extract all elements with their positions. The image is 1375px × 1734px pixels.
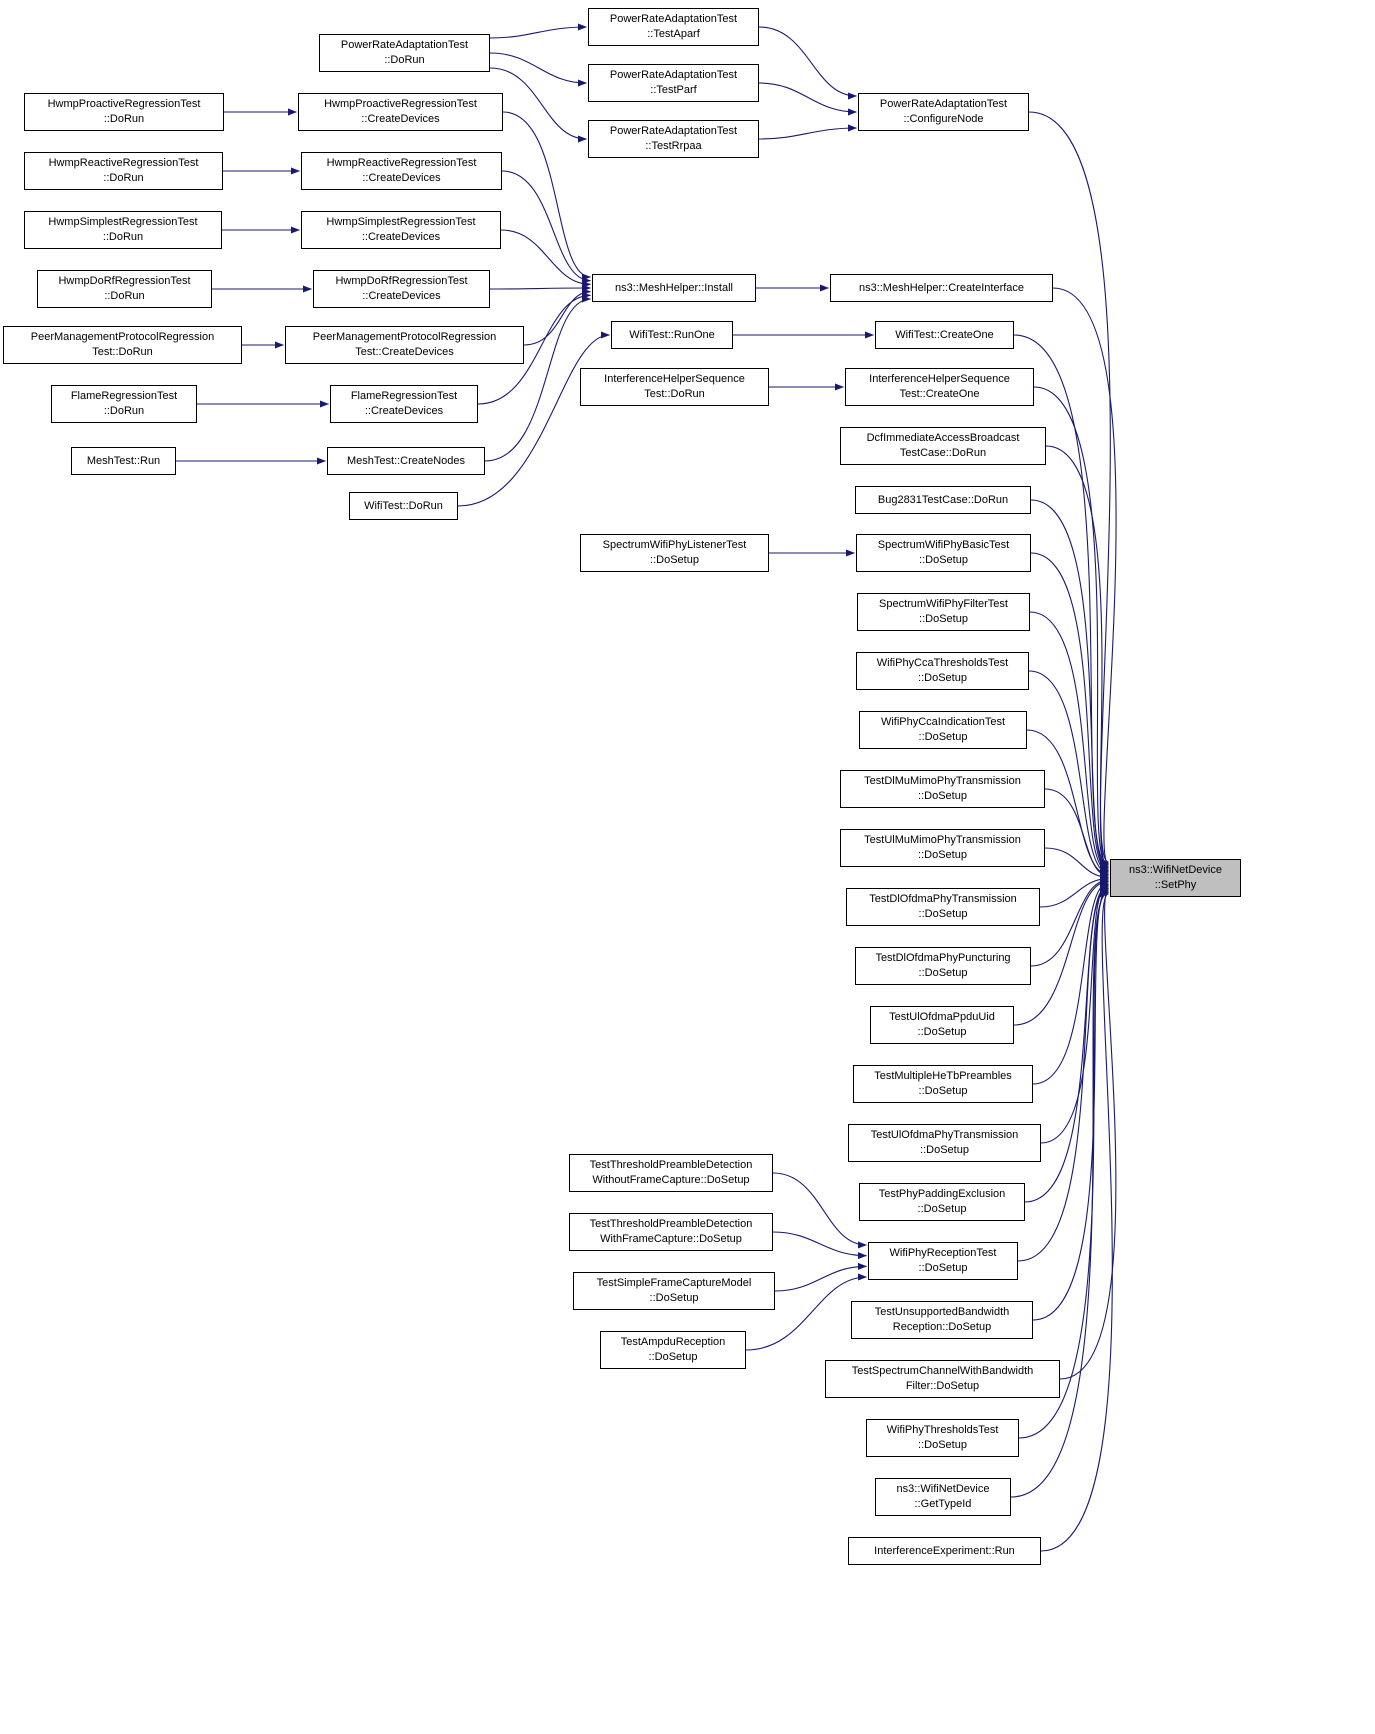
edge-hwmp_dorf_cd-mesh_install <box>489 284 591 292</box>
edge-pra_rrpaa-pra_confignode <box>758 124 857 140</box>
edge-pra_dorun-pra_rrpaa <box>489 67 587 143</box>
node-hwmp_dorf_cd[interactable]: HwmpDoRfRegressionTest ::CreateDevices <box>313 270 490 308</box>
node-wifitest_createone[interactable]: WifiTest::CreateOne <box>875 321 1014 349</box>
edge-ttpd_w-wprt <box>772 1231 867 1260</box>
node-interfexp[interactable]: InterferenceExperiment::Run <box>848 1537 1041 1565</box>
node-gettypeid[interactable]: ns3::WifiNetDevice ::GetTypeId <box>875 1478 1011 1516</box>
edge-hwmp_pro_cd-mesh_install <box>502 111 591 281</box>
node-flame_cd[interactable]: FlameRegressionTest ::CreateDevices <box>330 385 478 423</box>
node-pra_rrpaa[interactable]: PowerRateAdaptationTest ::TestRrpaa <box>588 120 759 158</box>
edge-hwmp_sim_cd-mesh_install <box>500 229 591 288</box>
edge-pra_aparf-pra_confignode <box>758 26 857 100</box>
node-peer_dorun[interactable]: PeerManagementProtocolRegression Test::D… <box>3 326 242 364</box>
node-peer_cd[interactable]: PeerManagementProtocolRegression Test::C… <box>285 326 524 364</box>
edge-tsfcm-wprt <box>774 1262 867 1292</box>
edge-dcf_dorun-setphy <box>1045 445 1109 871</box>
edge-ccathr-setphy <box>1028 670 1109 877</box>
node-hwmp_sim_cd[interactable]: HwmpSimplestRegressionTest ::CreateDevic… <box>301 211 501 249</box>
node-swpf[interactable]: SpectrumWifiPhyFilterTest ::DoSetup <box>857 593 1030 631</box>
node-pra_confignode[interactable]: PowerRateAdaptationTest ::ConfigureNode <box>858 93 1029 131</box>
edge-wpthresh-setphy <box>1018 887 1109 1439</box>
edge-wifitest_dorun-wifitest_runone <box>457 331 610 507</box>
node-ttpd_w[interactable]: TestThresholdPreambleDetection WithFrame… <box>569 1213 773 1251</box>
edge-dlmumimo-setphy <box>1044 788 1109 880</box>
node-hwmp_pro_cd[interactable]: HwmpProactiveRegressionTest ::CreateDevi… <box>298 93 503 131</box>
edge-bug2831-setphy <box>1030 499 1109 873</box>
node-multihetb[interactable]: TestMultipleHeTbPreambles ::DoSetup <box>853 1065 1033 1103</box>
node-phypadding[interactable]: TestPhyPaddingExclusion ::DoSetup <box>859 1183 1025 1221</box>
edge-pra_confignode-setphy <box>1028 111 1111 866</box>
node-pra_aparf[interactable]: PowerRateAdaptationTest ::TestAparf <box>588 8 759 46</box>
node-ulofdmappduuid[interactable]: TestUlOfdmaPpduUid ::DoSetup <box>870 1006 1014 1044</box>
node-tscwbf[interactable]: TestSpectrumChannelWithBandwidth Filter:… <box>825 1360 1060 1398</box>
node-bug2831[interactable]: Bug2831TestCase::DoRun <box>855 486 1031 514</box>
edge-multihetb-setphy <box>1032 879 1109 1085</box>
node-unsupbw[interactable]: TestUnsupportedBandwidth Reception::DoSe… <box>851 1301 1033 1339</box>
node-hwmp_rea_dorun[interactable]: HwmpReactiveRegressionTest ::DoRun <box>24 152 223 190</box>
node-pra_dorun[interactable]: PowerRateAdaptationTest ::DoRun <box>319 34 490 72</box>
node-wifitest_runone[interactable]: WifiTest::RunOne <box>611 321 733 349</box>
edge-ttpd_wo-wprt <box>772 1172 867 1249</box>
edge-swpf-setphy <box>1029 611 1109 876</box>
edge-flame_cd-mesh_install <box>477 291 591 405</box>
node-mesh_ci[interactable]: ns3::MeshHelper::CreateInterface <box>830 274 1053 302</box>
edge-tscwbf-setphy <box>1059 886 1117 1380</box>
edge-tampdu-wprt <box>745 1273 867 1351</box>
node-tampdu[interactable]: TestAmpduReception ::DoSetup <box>600 1331 746 1369</box>
edge-interfexp-setphy <box>1040 890 1113 1552</box>
node-hwmp_pro_dorun[interactable]: HwmpProactiveRegressionTest ::DoRun <box>24 93 224 131</box>
node-hwmp_sim_dorun[interactable]: HwmpSimplestRegressionTest ::DoRun <box>24 211 222 249</box>
edge-ulofdma-setphy <box>1040 880 1109 1144</box>
node-pra_parf[interactable]: PowerRateAdaptationTest ::TestParf <box>588 64 759 102</box>
edge-meshtest_cn-mesh_install <box>484 295 591 462</box>
edge-pra_dorun-pra_parf <box>489 52 587 87</box>
node-mesh_install[interactable]: ns3::MeshHelper::Install <box>592 274 756 302</box>
node-hwmp_rea_cd[interactable]: HwmpReactiveRegressionTest ::CreateDevic… <box>301 152 502 190</box>
node-dlmumimo[interactable]: TestDlMuMimoPhyTransmission ::DoSetup <box>840 770 1045 808</box>
node-hwmp_dorf_dorun[interactable]: HwmpDoRfRegressionTest ::DoRun <box>37 270 212 308</box>
node-meshtest_cn[interactable]: MeshTest::CreateNodes <box>327 447 485 475</box>
edge-mesh_ci-setphy <box>1052 287 1117 867</box>
node-wpthresh[interactable]: WifiPhyThresholdsTest ::DoSetup <box>866 1419 1019 1457</box>
node-ulmumimo[interactable]: TestUlMuMimoPhyTransmission ::DoSetup <box>840 829 1045 867</box>
node-wifitest_dorun[interactable]: WifiTest::DoRun <box>349 492 458 520</box>
node-ihs_dorun[interactable]: InterferenceHelperSequence Test::DoRun <box>580 368 769 406</box>
node-swpb[interactable]: SpectrumWifiPhyBasicTest ::DoSetup <box>856 534 1031 572</box>
node-dlofdma[interactable]: TestDlOfdmaPhyTransmission ::DoSetup <box>846 888 1040 926</box>
node-flame_dorun[interactable]: FlameRegressionTest ::DoRun <box>51 385 197 423</box>
node-tsfcm[interactable]: TestSimpleFrameCaptureModel ::DoSetup <box>573 1272 775 1310</box>
edge-ulofdmappduuid-setphy <box>1013 878 1109 1026</box>
edge-pra_dorun-pra_aparf <box>489 23 587 39</box>
edge-wprt-setphy <box>1017 883 1109 1262</box>
node-ulofdma[interactable]: TestUlOfdmaPhyTransmission ::DoSetup <box>848 1124 1041 1162</box>
node-setphy: ns3::WifiNetDevice ::SetPhy <box>1110 859 1241 897</box>
node-ttpd_wo[interactable]: TestThresholdPreambleDetection WithoutFr… <box>569 1154 773 1192</box>
edge-swpb-setphy <box>1030 552 1109 874</box>
node-meshtest_run[interactable]: MeshTest::Run <box>71 447 176 475</box>
node-ihs_createone[interactable]: InterferenceHelperSequence Test::CreateO… <box>845 368 1034 406</box>
edge-dlofdmapunct-setphy <box>1030 876 1109 967</box>
node-dlofdmapunct[interactable]: TestDlOfdmaPhyPuncturing ::DoSetup <box>855 947 1031 985</box>
node-wprt[interactable]: WifiPhyReceptionTest ::DoSetup <box>868 1242 1018 1280</box>
edge-gettypeid-setphy <box>1010 889 1109 1498</box>
edge-ihs_createone-setphy <box>1033 386 1109 870</box>
node-swpl_dosetup[interactable]: SpectrumWifiPhyListenerTest ::DoSetup <box>580 534 769 572</box>
node-ccathr[interactable]: WifiPhyCcaThresholdsTest ::DoSetup <box>856 652 1029 690</box>
edge-pra_parf-pra_confignode <box>758 82 857 116</box>
node-dcf_dorun[interactable]: DcfImmediateAccessBroadcast TestCase::Do… <box>840 427 1046 465</box>
edge-hwmp_rea_cd-mesh_install <box>501 170 591 285</box>
edge-unsupbw-setphy <box>1032 885 1109 1321</box>
node-ccaind[interactable]: WifiPhyCcaIndicationTest ::DoSetup <box>859 711 1027 749</box>
